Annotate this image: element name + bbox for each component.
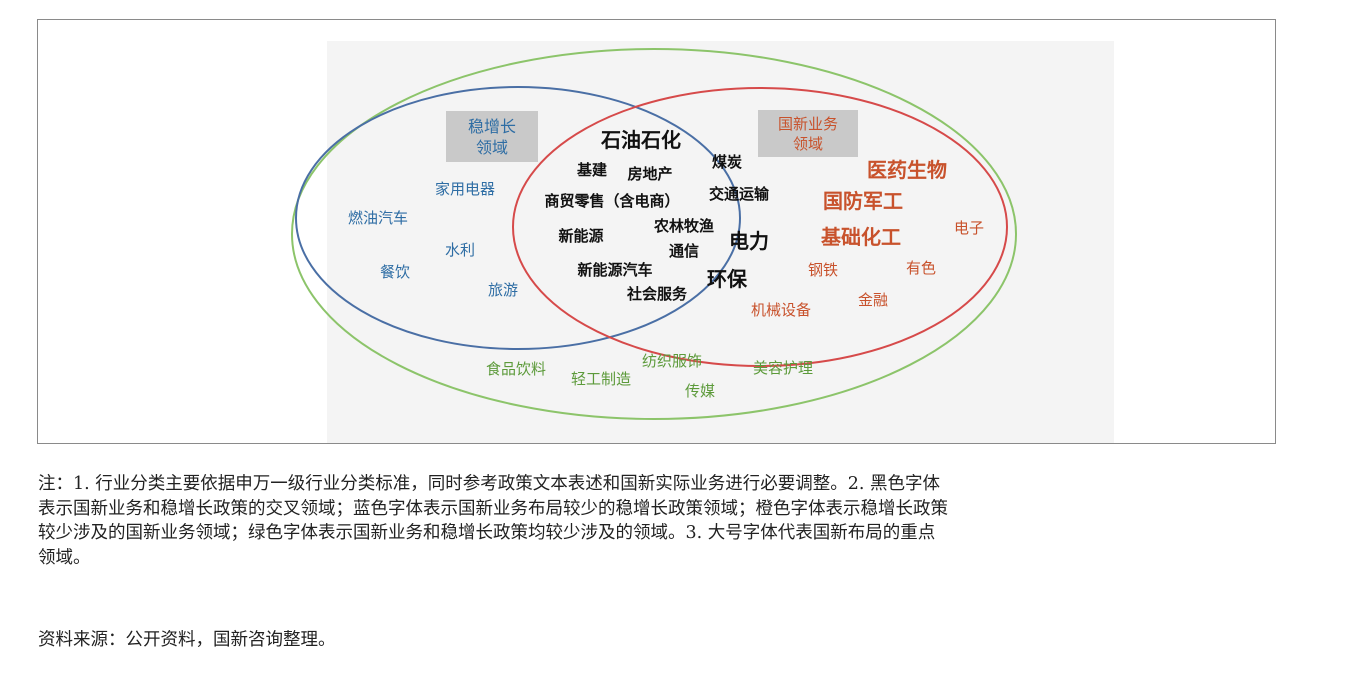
blue-ellipse-stable-growth	[295, 86, 741, 350]
footnote-line-1: 注：1. 行业分类主要依据申万一级行业分类标准，同时参考政策文本表述和国新实际业…	[38, 474, 941, 494]
term-social-services: 社会服务	[626, 285, 688, 303]
stable-growth-box: 稳增长 领域	[446, 111, 538, 162]
term-nev: 新能源汽车	[577, 261, 652, 279]
term-finance: 金融	[858, 291, 888, 309]
term-beauty: 美容护理	[753, 359, 813, 377]
stable-growth-box-line2: 领域	[476, 138, 508, 157]
term-real-estate: 房地产	[627, 165, 672, 183]
guoxin-business-box: 国新业务 领域	[758, 110, 858, 157]
term-defense: 国防军工	[823, 189, 903, 213]
guoxin-box-line1: 国新业务	[778, 115, 838, 133]
term-machinery: 机械设备	[751, 301, 811, 319]
footnote: 注：1. 行业分类主要依据申万一级行业分类标准，同时参考政策文本表述和国新实际业…	[38, 472, 1288, 570]
term-petrochemical: 石油石化	[600, 128, 681, 152]
term-light-industry: 轻工制造	[571, 370, 631, 388]
term-transportation: 交通运输	[709, 185, 770, 203]
term-electronics: 电子	[954, 219, 984, 237]
diagram-frame	[37, 19, 1276, 444]
guoxin-box-line2: 领域	[793, 135, 823, 153]
term-new-energy: 新能源	[558, 227, 603, 245]
red-ellipse-guoxin-business	[512, 87, 1008, 367]
term-coal: 煤炭	[712, 153, 742, 171]
term-fuel-vehicles: 燃油汽车	[348, 209, 408, 227]
green-ellipse-all	[291, 48, 1017, 420]
diagram-background	[327, 41, 1114, 443]
term-textile: 纺织服饰	[642, 352, 702, 370]
term-nonferrous: 有色	[906, 259, 936, 277]
term-home-appliances: 家用电器	[435, 180, 495, 198]
term-environmental: 环保	[707, 267, 748, 291]
footnote-line-3: 较少涉及的国新业务领域；绿色字体表示国新业务和稳增长政策均较少涉及的领域。3. …	[38, 523, 936, 543]
stable-growth-box-line1: 稳增长	[468, 117, 516, 136]
term-media: 传媒	[685, 382, 715, 400]
term-steel: 钢铁	[808, 261, 838, 279]
term-basic-chemicals: 基础化工	[821, 225, 901, 249]
term-catering: 餐饮	[380, 263, 410, 281]
term-retail: 商贸零售（含电商）	[544, 192, 679, 210]
term-electricity: 电力	[729, 229, 769, 253]
term-tourism: 旅游	[488, 281, 518, 299]
footnote-line-2: 表示国新业务和稳增长政策的交叉领域；蓝色字体表示国新业务布局较少的稳增长政策领域…	[38, 498, 948, 519]
term-telecom: 通信	[669, 242, 699, 260]
term-agriculture: 农林牧渔	[653, 217, 714, 235]
term-water-conservancy: 水利	[445, 241, 475, 259]
venn-diagram: 稳增长 领域 国新业务 领域 石油石化 基建 房地产 煤炭 商贸零售（含电商） …	[291, 48, 1017, 420]
term-food-beverage: 食品饮料	[486, 360, 546, 378]
term-pharma-bio: 医药生物	[867, 158, 947, 182]
term-infrastructure: 基建	[576, 161, 608, 179]
source-note: 资料来源：公开资料，国新咨询整理。	[38, 630, 336, 650]
footnote-line-4: 领域。	[38, 547, 91, 568]
